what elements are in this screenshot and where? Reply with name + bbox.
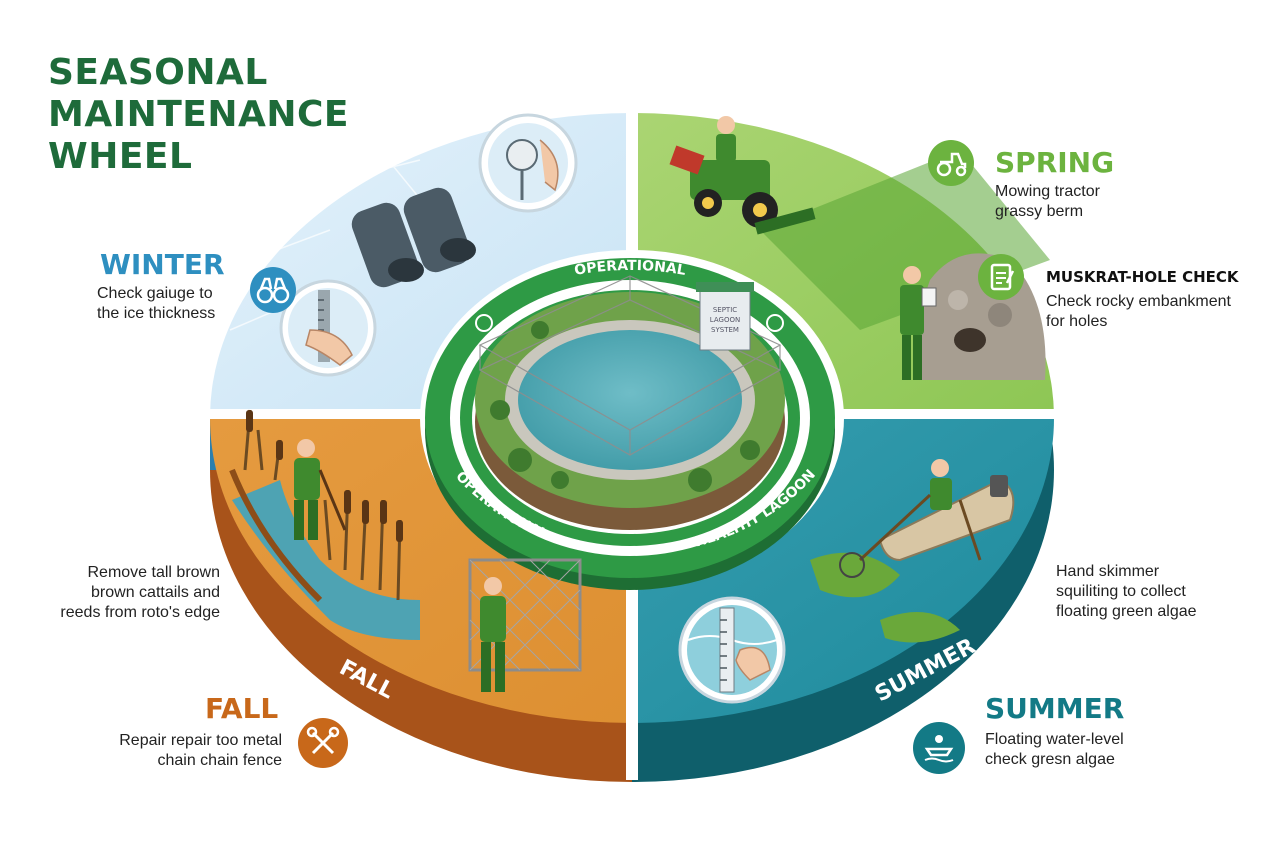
ice-gauge-illustration xyxy=(478,113,578,213)
ring-check-icon xyxy=(475,314,493,332)
cattails-worker-illustration xyxy=(243,409,403,601)
ring-label-top: OPERATIONAL xyxy=(573,258,687,279)
mowing-tractor-illustration xyxy=(669,116,816,235)
fall-cattails-description: Remove tall brown brown cattails and ree… xyxy=(60,564,220,621)
fall-heading: FALL xyxy=(205,692,279,725)
boat-skimmer-illustration xyxy=(839,459,1015,578)
water-level-illustration xyxy=(678,596,786,704)
tractor-icon xyxy=(928,140,974,186)
winter-heading: WINTER xyxy=(100,248,225,281)
svg-text:SEPTIC: SEPTIC xyxy=(713,306,737,314)
summer-skimmer-description: Hand skimmer squiliting to collect float… xyxy=(1056,563,1197,620)
muskrat-heading: MUSKRAT-HOLE CHECK xyxy=(1046,268,1239,286)
sign-box: SEPTIC LAGOON SYSTEM xyxy=(696,282,754,351)
summer-description: Floating water-level check gresn algae xyxy=(985,731,1124,768)
binoculars-illustration xyxy=(351,187,476,288)
svg-text:LAGOON: LAGOON xyxy=(710,316,740,324)
title-line: WHEEL xyxy=(48,136,193,177)
page-title: SEASONAL MAINTENANCE WHEEL xyxy=(48,52,349,178)
ring-check-icon xyxy=(766,314,784,332)
hand-gauge-illustration xyxy=(279,279,377,377)
central-lagoon: SEPTIC LAGOON SYSTEM xyxy=(425,258,835,590)
boat-icon xyxy=(913,722,965,774)
fall-description: Repair repair too metal chain chain fenc… xyxy=(119,732,282,769)
title-line: MAINTENANCE xyxy=(48,94,349,135)
clipboard-icon xyxy=(978,254,1024,300)
binoculars-icon xyxy=(250,267,296,313)
spring-heading: SPRING xyxy=(995,146,1115,179)
winter-description: Check gaiuge to the ice thickness xyxy=(97,285,216,322)
svg-text:SYSTEM: SYSTEM xyxy=(711,326,739,334)
fence-repair-illustration xyxy=(468,558,582,692)
tools-icon xyxy=(298,718,348,768)
spring-description: Mowing tractor grassy berm xyxy=(995,183,1100,220)
muskrat-description: Check rocky embankment for holes xyxy=(1046,293,1231,330)
summer-heading: SUMMER xyxy=(985,692,1125,725)
title-line: SEASONAL xyxy=(48,52,268,93)
